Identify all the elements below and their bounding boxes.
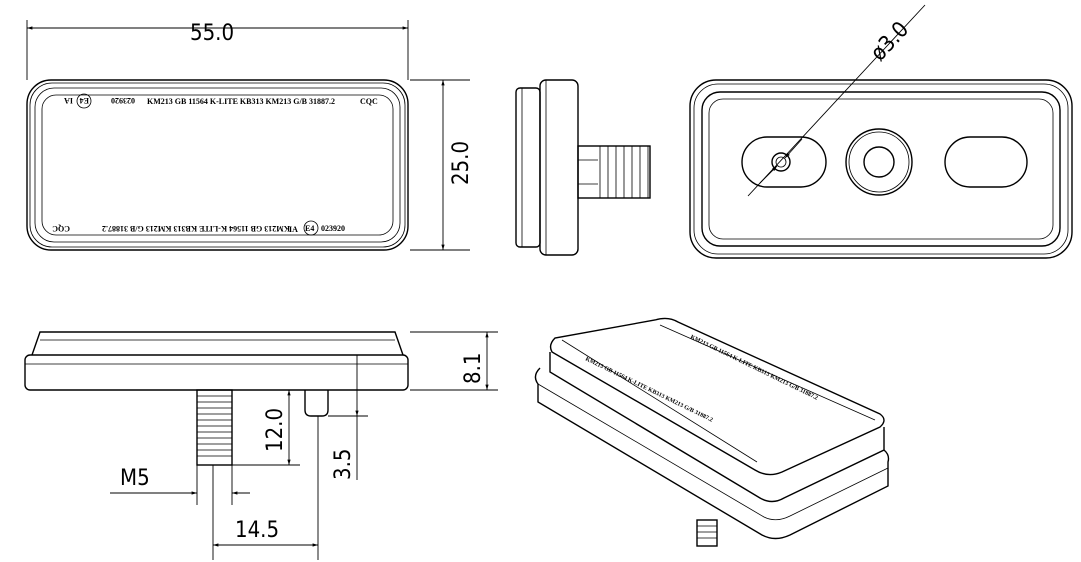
back-view: ø3.0 — [689, 4, 1073, 259]
dim-height: 8.1 — [461, 353, 486, 384]
marking-approval-top: 023920 — [111, 96, 135, 105]
marking-approval-bottom: 023920 — [321, 224, 345, 233]
iso-marking: KM213 GB 11564 K-LITE KB313 KM213 G/B 31… — [689, 334, 818, 401]
isometric-view: KM213 GB 11564 K-LITE KB313 KM213 G/B 31… — [534, 317, 890, 547]
marking-emark-top: E4 — [80, 96, 89, 105]
dim-bolt-length: 12.0 — [263, 408, 288, 452]
iso-marking-2: KM213 GB 11564 K-LITE KB313 KM213 G/B 31… — [584, 356, 713, 423]
dim-pin-height: 3.5 — [331, 449, 356, 480]
marking-bottom: KM213 GB 11564 K-LITE KB313 KM213 G/B 31… — [102, 224, 290, 233]
dim-width: 25.0 — [449, 141, 474, 185]
marking-cert-bottom: CQC — [52, 224, 70, 233]
side-view — [515, 79, 651, 256]
marking-top: KM213 GB 11564 K-LITE KB313 KM213 G/B 31… — [147, 97, 335, 106]
marking-class-top: IA — [64, 96, 73, 105]
front-view: KM213 GB 11564 K-LITE KB313 KM213 G/B 31… — [26, 20, 474, 251]
dim-length: 55.0 — [190, 21, 234, 46]
marking-cert-top: CQC — [360, 97, 378, 106]
dim-thread: M5 — [120, 466, 150, 491]
dim-bolt-to-pin: 14.5 — [235, 518, 279, 543]
marking-emark-bottom: E4 — [305, 224, 314, 233]
marking-class-bottom: IA — [289, 225, 298, 234]
elevation-view: 8.1 12.0 3.5 M5 14.5 — [24, 331, 498, 560]
